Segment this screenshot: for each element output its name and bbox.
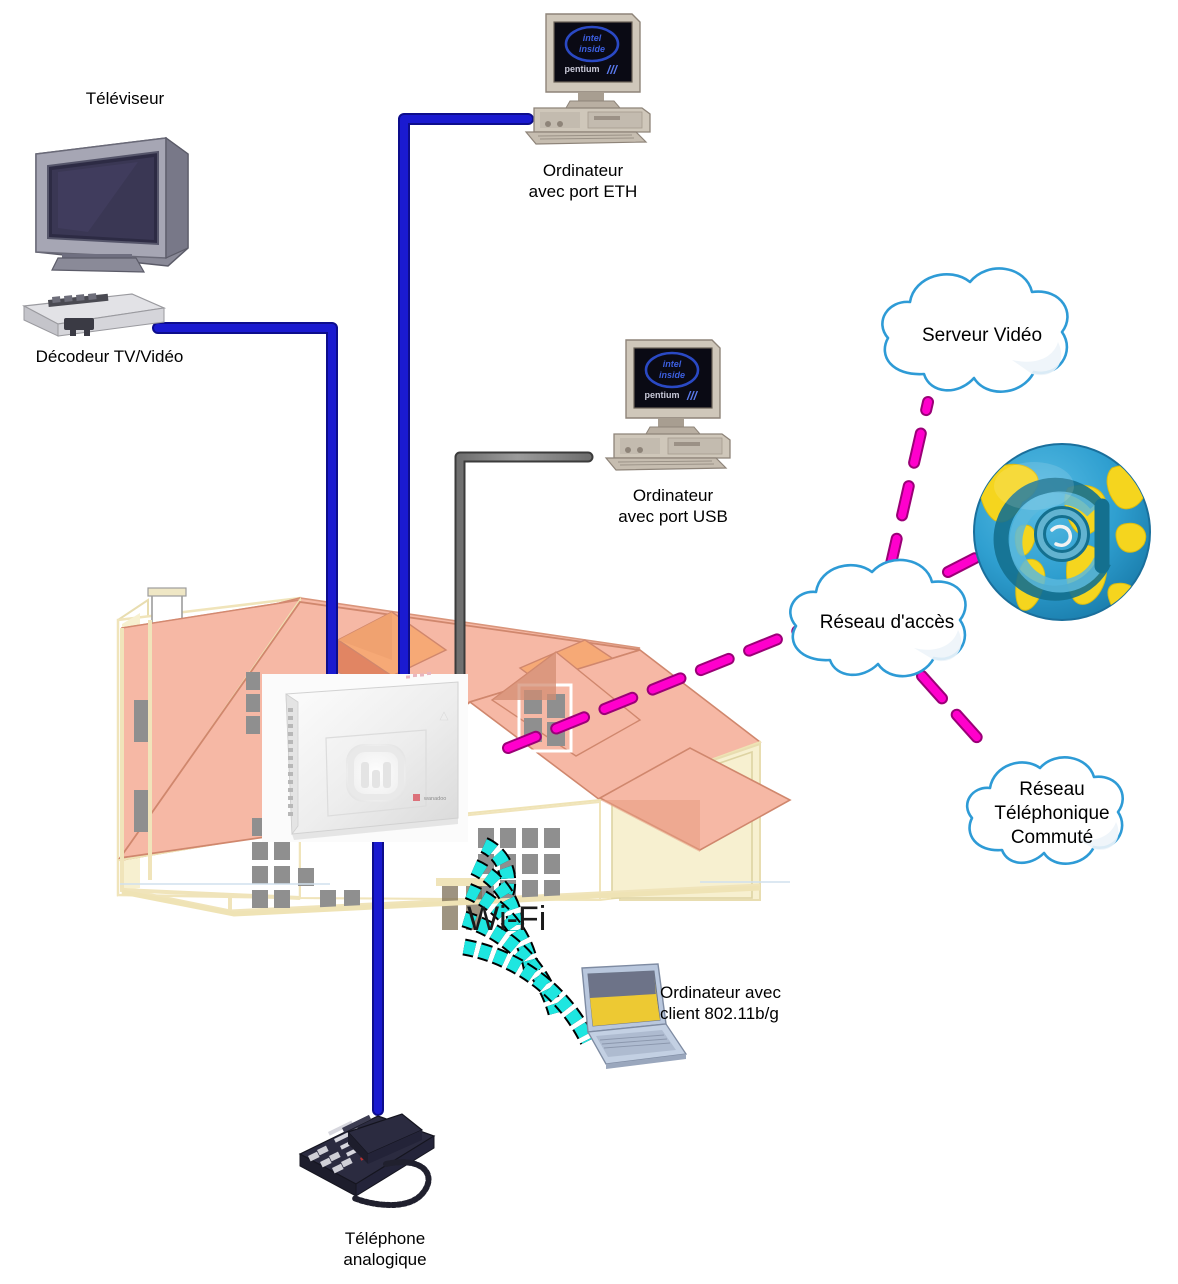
svg-text:intel: intel	[663, 359, 682, 369]
svg-text:pentium: pentium	[565, 64, 600, 74]
globe-at-icon	[973, 443, 1151, 621]
link-access-to-video-server	[884, 396, 934, 574]
livebox-router-icon: wanadoo	[262, 671, 468, 842]
link-decoder-to-router	[152, 322, 338, 706]
wifi-label: Wi-Fi	[467, 900, 547, 938]
link-access-to-pstn	[916, 670, 996, 758]
analog-telephone-icon	[298, 1113, 436, 1208]
label-pc-usb: Ordinateur avec port USB	[618, 486, 728, 526]
laptop-computer-icon	[581, 963, 688, 1069]
link-router-to-access	[502, 616, 826, 754]
svg-text:inside: inside	[579, 44, 605, 54]
svg-text:///: ///	[606, 63, 619, 77]
desktop-computer-icon: intel inside pentium ///	[524, 13, 651, 145]
label-set-top-box: Décodeur TV/Vidéo	[35, 347, 184, 366]
router-brand-text: wanadoo	[423, 796, 446, 802]
link-pc-usb-to-router	[454, 451, 594, 704]
label-laptop: Ordinateur avec client 802.11b/g	[660, 983, 781, 1023]
cloud-pstn: Réseau Téléphonique Commuté	[952, 744, 1152, 884]
svg-text:inside: inside	[659, 370, 685, 380]
label-television: Téléviseur	[85, 89, 165, 108]
svg-text:pentium: pentium	[645, 390, 680, 400]
cloud-shape	[881, 267, 1069, 393]
cloud-video-server: Serveur Vidéo	[862, 256, 1102, 416]
label-telephone: Téléphone analogique	[343, 1229, 427, 1269]
label-pc-eth: Ordinateur avec port ETH	[528, 161, 638, 201]
svg-text:intel: intel	[583, 33, 602, 43]
wifi-signal-arcs	[461, 837, 596, 1045]
television-icon	[35, 136, 189, 273]
svg-text:///: ///	[686, 389, 699, 403]
cloud-shape	[965, 756, 1124, 865]
desktop-computer-icon: intel inside pentium ///	[604, 339, 731, 471]
set-top-box-icon	[21, 293, 167, 337]
link-pc-eth-to-router	[398, 113, 534, 688]
cloud-shape	[789, 558, 967, 678]
